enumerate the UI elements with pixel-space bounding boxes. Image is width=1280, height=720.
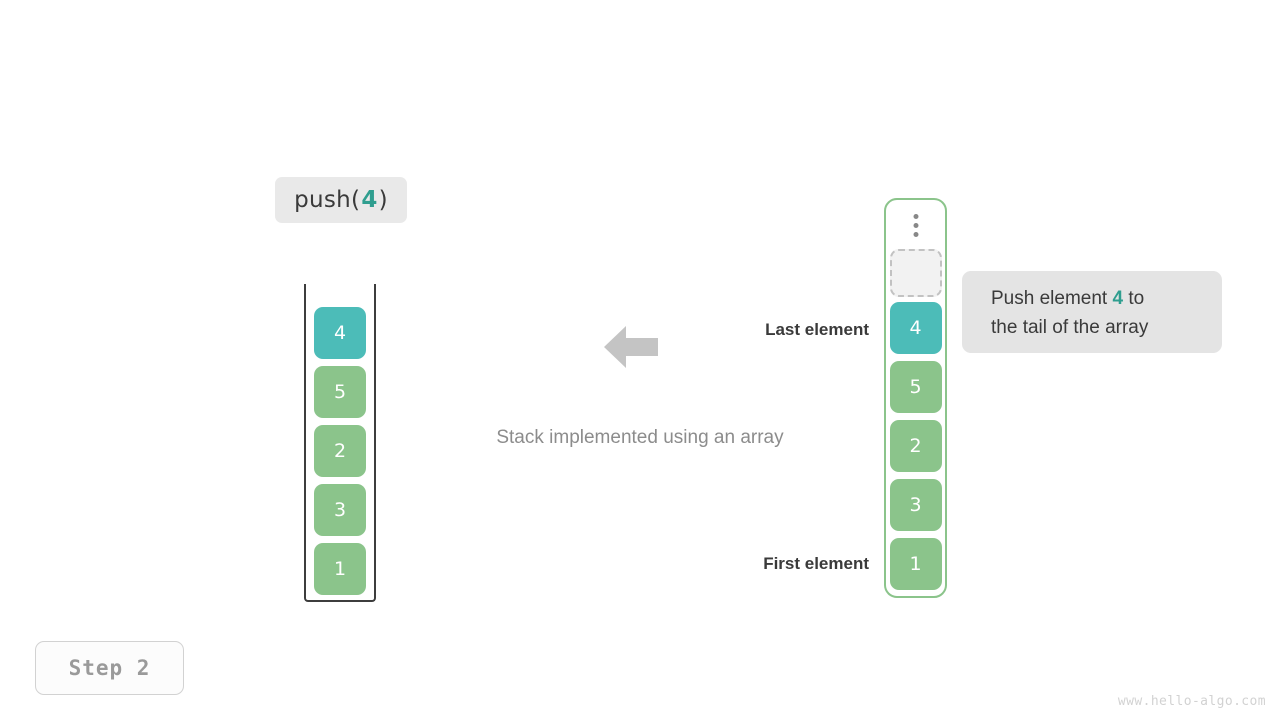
- array-cell-list: 1 3 2 5 4: [889, 295, 942, 590]
- array-cell: 3: [889, 479, 942, 531]
- operation-chip: push(4): [275, 177, 407, 223]
- dot: [913, 232, 918, 237]
- array-cell: 5: [889, 361, 942, 413]
- tooltip-text-line2: the tail of the array: [991, 317, 1149, 338]
- operation-prefix: push(: [294, 187, 361, 213]
- diagram-caption: Stack implemented using an array: [496, 427, 784, 448]
- watermark: www.hello-algo.com: [1117, 694, 1266, 709]
- stack-cell-list: 1 3 2 5 4: [314, 300, 366, 595]
- array-cell: 2: [889, 420, 942, 472]
- operation-argument: 4: [361, 187, 378, 213]
- first-element-label: First element: [763, 554, 869, 573]
- step-badge: Step 2: [35, 641, 184, 695]
- array-cell-tail: 4: [889, 302, 942, 354]
- array-cell: 1: [889, 538, 942, 590]
- stack-cell: 1: [314, 543, 366, 595]
- stack-walls: [304, 284, 376, 602]
- dot: [913, 223, 918, 228]
- tooltip-callout: Push element 4 to the tail of the array: [962, 271, 1222, 353]
- tooltip-highlight-value: 4: [1112, 288, 1124, 309]
- stack-cell: 2: [314, 425, 366, 477]
- tooltip-text-after: to: [1123, 288, 1145, 309]
- vertical-dots-icon: [913, 214, 918, 237]
- stack-cell-top: 4: [314, 307, 366, 359]
- arrow-left-icon: [602, 318, 660, 376]
- stack-cell: 3: [314, 484, 366, 536]
- stack-container: 1 3 2 5 4: [304, 284, 376, 602]
- dot: [913, 214, 918, 219]
- tooltip-text-before: Push element: [991, 288, 1113, 309]
- stack-cell: 5: [314, 366, 366, 418]
- operation-suffix: ): [378, 187, 388, 213]
- array-empty-slot: [889, 249, 942, 297]
- last-element-label: Last element: [765, 320, 869, 339]
- array-container: 1 3 2 5 4: [884, 198, 947, 598]
